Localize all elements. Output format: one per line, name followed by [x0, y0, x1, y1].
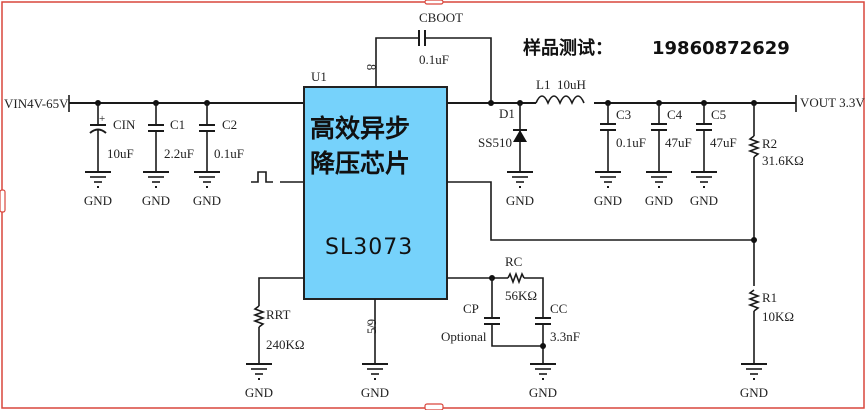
cp-value: Optional — [441, 329, 487, 344]
gnd-label: GND — [84, 193, 112, 208]
gnd-label: GND — [506, 193, 534, 208]
c5-ref: C5 — [711, 107, 726, 122]
cc-ref: CC — [550, 301, 567, 316]
resistor-r1: R1 10KΩ — [747, 289, 794, 364]
gnd-symbol: GND — [645, 171, 673, 208]
r1-ref: R1 — [762, 290, 777, 305]
gnd-label: GND — [594, 193, 622, 208]
gnd-symbol: GND — [690, 171, 718, 208]
promo-phone: 19860872629 — [652, 38, 790, 59]
chip-title-line1: 高效异步 — [310, 114, 410, 143]
c2-value: 0.1uF — [214, 146, 244, 161]
vout-label: VOUT 3.3V — [800, 95, 865, 110]
chip-u1: U1 高效异步 降压芯片 SL3073 8 5/9 — [303, 64, 448, 334]
gnd-label: GND — [645, 193, 673, 208]
capacitor-c3: C3 0.1uF — [600, 103, 646, 172]
gnd-symbol: GND — [193, 171, 221, 208]
promo-label: 样品测试： — [523, 37, 613, 59]
rc-value: 56KΩ — [505, 288, 537, 303]
resize-handle-left[interactable] — [0, 189, 6, 213]
gnd-label: GND — [193, 193, 221, 208]
c3-ref: C3 — [616, 107, 631, 122]
capacitor-c1: C1 2.2uF — [148, 103, 194, 172]
capacitor-c2: C2 0.1uF — [199, 103, 244, 172]
pin-gnd-number: 5/9 — [365, 319, 379, 334]
pin-boot-number: 8 — [364, 64, 378, 70]
rrt-value: 240KΩ — [266, 337, 305, 352]
c4-value: 47uF — [665, 135, 692, 150]
gnd-symbol: GND — [740, 363, 768, 400]
l1-ref: L1 — [536, 77, 550, 92]
c4-ref: C4 — [667, 107, 683, 122]
gnd-symbol: GND — [361, 363, 389, 400]
c5-value: 47uF — [710, 135, 737, 150]
capacitor-c4: C4 47uF — [651, 103, 692, 172]
polarity-plus-icon: + — [99, 113, 105, 125]
chip-part-number: SL3073 — [325, 235, 413, 260]
r2-ref: R2 — [762, 136, 777, 151]
r2-value: 31.6KΩ — [762, 153, 804, 168]
gnd-symbol: GND — [245, 363, 273, 400]
resize-handle-top[interactable] — [424, 0, 444, 5]
rc-ref: RC — [505, 254, 522, 269]
gnd-label: GND — [740, 385, 768, 400]
diode-d1: D1 SS510 — [478, 103, 527, 172]
cp-ref: CP — [463, 301, 479, 316]
d1-value: SS510 — [478, 135, 512, 150]
gnd-label: GND — [529, 385, 557, 400]
gnd-symbol: GND — [142, 171, 170, 208]
input-rail: VIN4V-65V — [4, 95, 305, 112]
capacitor-cin: + CIN 10uF — [89, 103, 136, 172]
gnd-label: GND — [361, 385, 389, 400]
resistor-r2: R2 31.6KΩ — [747, 103, 804, 286]
rrt-ref: RRT — [266, 307, 291, 322]
resistor-rrt: RRT 240KΩ — [252, 277, 305, 364]
gnd-label: GND — [245, 385, 273, 400]
capacitor-c5: C5 47uF — [696, 103, 737, 172]
gnd-label: GND — [690, 193, 718, 208]
l1-value: 10uH — [557, 77, 586, 92]
cin-ref: CIN — [113, 117, 136, 132]
ground-symbols: GND GND GND GND GND GND GND GND GND GND GND — [84, 171, 768, 400]
feedback-wire — [447, 181, 757, 243]
chip-title-line2: 降压芯片 — [310, 149, 410, 178]
capacitor-cboot: CBOOT 0.1uF — [375, 10, 492, 103]
vin-label: VIN4V-65V — [4, 96, 69, 111]
cin-value: 10uF — [107, 146, 134, 161]
cc-value: 3.3nF — [550, 329, 580, 344]
chip-ref: U1 — [311, 69, 327, 84]
gnd-symbol: GND — [506, 171, 534, 208]
cboot-value: 0.1uF — [419, 52, 449, 67]
gnd-symbol: GND — [529, 363, 557, 400]
gnd-symbol: GND — [594, 171, 622, 208]
resize-handle-bottom[interactable] — [424, 403, 444, 410]
c2-ref: C2 — [222, 117, 237, 132]
gnd-label: GND — [142, 193, 170, 208]
c3-value: 0.1uF — [616, 135, 646, 150]
compensation-network: RC 56KΩ CP Optional CC 3.3nF — [441, 254, 580, 364]
c1-value: 2.2uF — [164, 146, 194, 161]
pulse-signal-icon — [251, 171, 305, 183]
gnd-symbol: GND — [84, 171, 112, 208]
d1-ref: D1 — [499, 106, 515, 121]
r1-value: 10KΩ — [762, 309, 794, 324]
cboot-ref: CBOOT — [419, 10, 463, 25]
c1-ref: C1 — [170, 117, 185, 132]
